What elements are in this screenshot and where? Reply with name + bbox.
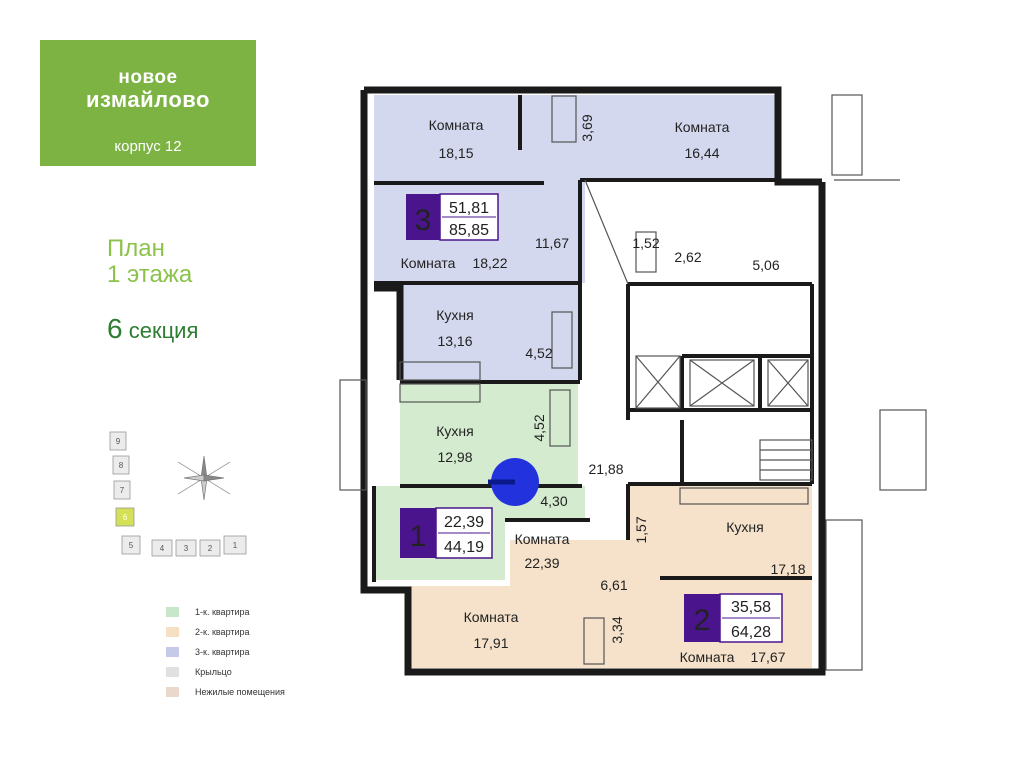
room-area: 2,62 [674,249,701,265]
plan-title: План 1 этажа [107,236,192,288]
map-section-2[interactable] [199,539,221,557]
legend-swatch [166,627,179,637]
room-area: 4,30 [540,493,567,509]
badge-rooms: 1 [410,520,427,553]
apartment-badge-2[interactable]: 2 35,58 64,28 [684,593,783,643]
room-area: 13,16 [437,333,472,349]
plan-title-line-2: 1 этажа [107,261,193,288]
plan-title-line-1: План [107,235,165,262]
map-label-2: 2 [208,544,213,553]
outer-walls [360,86,826,676]
map-section-7[interactable] [113,480,131,500]
map-section-6[interactable] [115,507,135,527]
legend-item: Крыльцо [166,662,285,682]
compass-rose-icon [177,455,231,501]
map-section-9[interactable] [109,431,127,451]
room-area: 17,67 [750,649,785,665]
legend: 1-к. квартира 2-к. квартира 3-к. квартир… [166,602,285,702]
room-area: 17,91 [473,635,508,651]
legend-swatch [166,647,179,657]
map-label-9: 9 [116,437,121,446]
legend-item: 1-к. квартира [166,602,285,622]
map-label-7: 7 [120,486,125,495]
badge-living-area: 35,58 [731,599,771,616]
map-label-3: 3 [184,544,189,553]
map-label-1: 1 [233,541,238,550]
map-label-8: 8 [119,461,124,470]
room-area: 18,22 [472,255,507,271]
room-area: 3,34 [609,616,625,643]
badge-living-area: 51,81 [449,200,489,217]
map-section-8[interactable] [112,455,130,475]
legend-item: Нежилые помещения [166,682,285,702]
badge-rooms: 2 [694,604,711,637]
room-name: Кухня [436,307,473,323]
room-name: Комната [464,609,519,625]
map-section-4[interactable] [151,539,173,557]
room-area: 17,18 [770,561,805,577]
viewpoint-marker-icon[interactable] [488,458,539,506]
room-name: Кухня [436,423,473,439]
legend-item: 2-к. квартира [166,622,285,642]
room-name: Комната [675,119,730,135]
room-area: 3,69 [579,114,595,141]
room-area: 6,61 [600,577,627,593]
room-name: Комната [429,117,484,133]
room-area: 4,52 [525,345,552,361]
legend-label: 1-к. квартира [195,607,250,617]
room-name: Комната [515,531,570,547]
legend-label: 3-к. квартира [195,647,250,657]
room-area: 21,88 [588,461,623,477]
room-name: Комната [680,649,735,665]
room-area: 4,52 [531,414,547,441]
logo-line-2: измайлово [86,87,210,112]
room-area: 16,44 [684,145,719,161]
map-label-4: 4 [160,544,165,553]
room-area: 11,67 [535,235,569,251]
room-area: 18,15 [438,145,473,161]
legend-swatch [166,607,179,617]
room-area: 12,98 [437,449,472,465]
badge-total-area: 44,19 [444,539,484,556]
section-label: 6 секция [107,313,198,345]
badge-total-area: 64,28 [731,624,771,641]
badge-total-area: 85,85 [449,222,489,239]
map-section-5[interactable] [121,535,141,555]
map-label-6: 6 [123,513,128,522]
section-number: 6 [107,313,123,344]
apartment-badge-1[interactable]: 1 22,39 44,19 [400,507,493,559]
legend-label: Нежилые помещения [195,687,285,697]
room-name: Комната [401,255,456,271]
building-label: корпус 12 [114,138,182,155]
legend-swatch [166,667,179,677]
map-section-1[interactable] [223,535,247,555]
badge-rooms: 3 [415,204,432,237]
room-area: 1,57 [633,516,649,543]
fixtures [339,94,927,671]
map-section-3[interactable] [175,539,197,557]
legend-label: 2-к. квартира [195,627,250,637]
room-area: 22,39 [524,555,559,571]
room-area: 5,06 [752,257,779,273]
section-word: секция [128,318,199,343]
apartment-badge-3[interactable]: 3 51,81 85,85 [406,193,499,241]
building-key-map: 9 8 7 6 5 4 3 2 1 [109,431,247,557]
logo-line-1: новое [118,67,178,88]
legend-label: Крыльцо [195,667,232,677]
badge-living-area: 22,39 [444,514,484,531]
map-label-5: 5 [129,541,134,550]
legend-swatch [166,687,179,697]
apartment-3-area[interactable] [374,95,775,380]
logo: новое измайлово корпус 12 [40,40,256,166]
legend-item: 3-к. квартира [166,642,285,662]
room-area: 1,52 [632,235,659,251]
room-name: Кухня [726,519,763,535]
